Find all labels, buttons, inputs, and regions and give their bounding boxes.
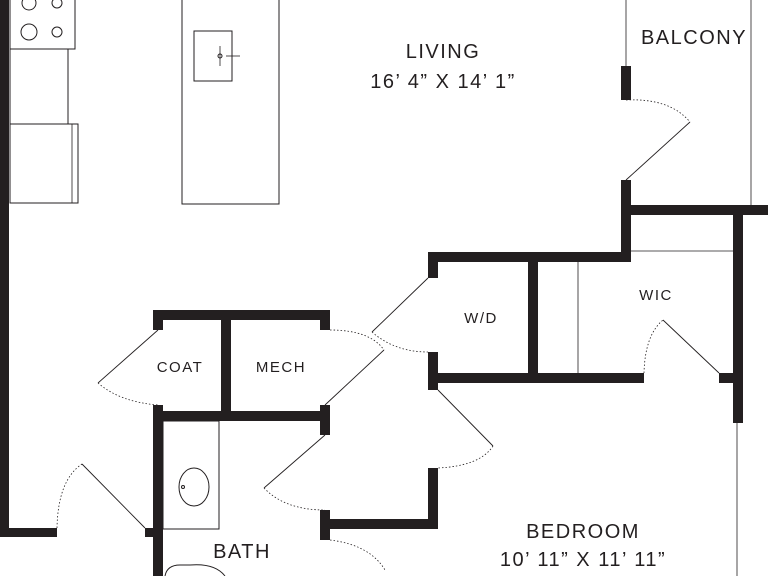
toilet [164,564,226,576]
living-name: LIVING [406,41,481,63]
partitions [577,0,752,576]
doors [56,99,720,571]
bath-sink [178,467,210,507]
balcony-name: BALCONY [641,27,747,49]
room-labels: LIVING 16’ 4” X 14’ 1” BALCONY W/D WIC C… [157,27,747,571]
bath-door [263,434,326,489]
coat-name: COAT [157,359,204,376]
counter [9,48,69,125]
coat-door [97,329,159,384]
vanity [162,420,220,530]
wd-door [371,277,429,333]
kitchen [9,0,280,205]
bedroom-door [437,389,494,447]
bedroom-name: BEDROOM [526,521,640,543]
bath-fixtures [162,420,226,576]
refrigerator [9,123,79,204]
wic-door [662,319,720,374]
kitchen-sink [193,30,233,82]
mech-name: MECH [256,359,306,376]
mech-door [324,349,385,406]
bedroom-dims: 10’ 11” X 11’ 11” [500,549,666,571]
burner [20,23,38,41]
burner [21,0,37,11]
burner [51,26,63,38]
bath-name: BATH [213,541,271,563]
wd-name: W/D [464,310,498,327]
wic-name: WIC [639,287,673,304]
burner [51,0,63,9]
entry-door [81,463,146,529]
cooktop [9,0,76,50]
living-dims: 16’ 4” X 14’ 1” [370,71,516,93]
balcony-door [625,121,691,181]
